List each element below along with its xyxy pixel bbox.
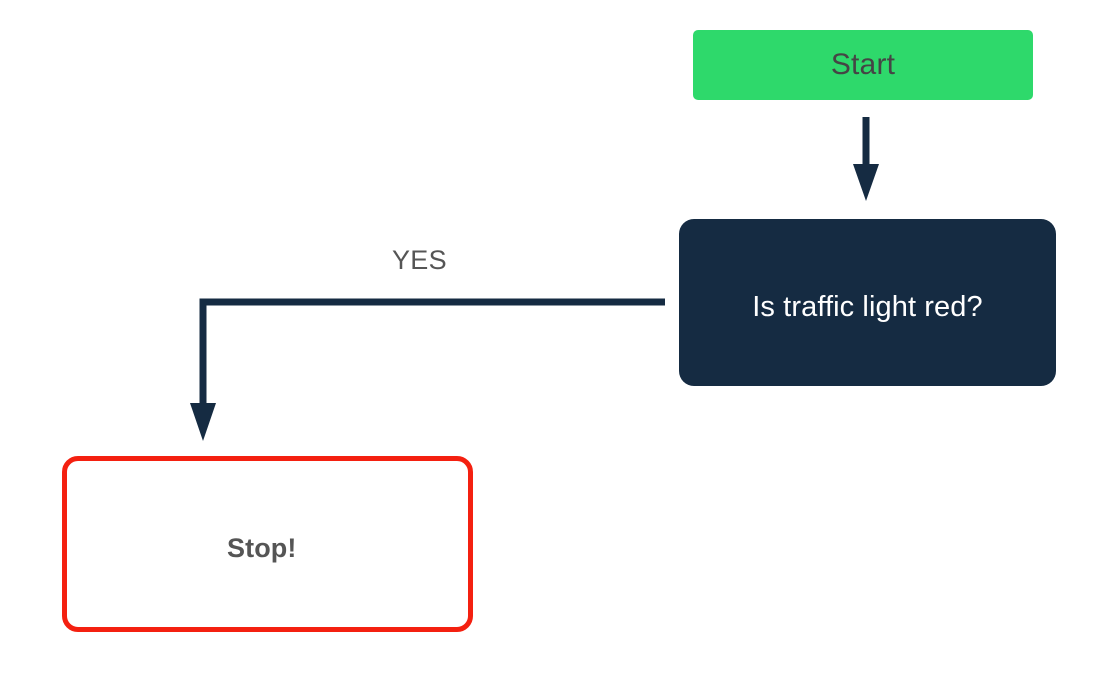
edge-decision-to-stop-shaft bbox=[199, 298, 665, 406]
node-decision-label: Is traffic light red? bbox=[752, 291, 983, 323]
edge-start-to-decision bbox=[853, 117, 879, 201]
node-start-label: Start bbox=[830, 48, 896, 81]
edge-start-to-decision-arrowhead bbox=[853, 164, 879, 201]
edge-decision-to-stop bbox=[190, 298, 665, 441]
edge-label-yes: YES bbox=[392, 245, 447, 275]
node-stop[interactable]: Stop! bbox=[62, 456, 473, 632]
node-stop-label: Stop! bbox=[227, 533, 297, 563]
node-start[interactable]: Start bbox=[693, 30, 1033, 100]
node-decision[interactable]: Is traffic light red? bbox=[679, 219, 1056, 386]
edge-decision-to-stop-arrowhead bbox=[190, 403, 216, 441]
